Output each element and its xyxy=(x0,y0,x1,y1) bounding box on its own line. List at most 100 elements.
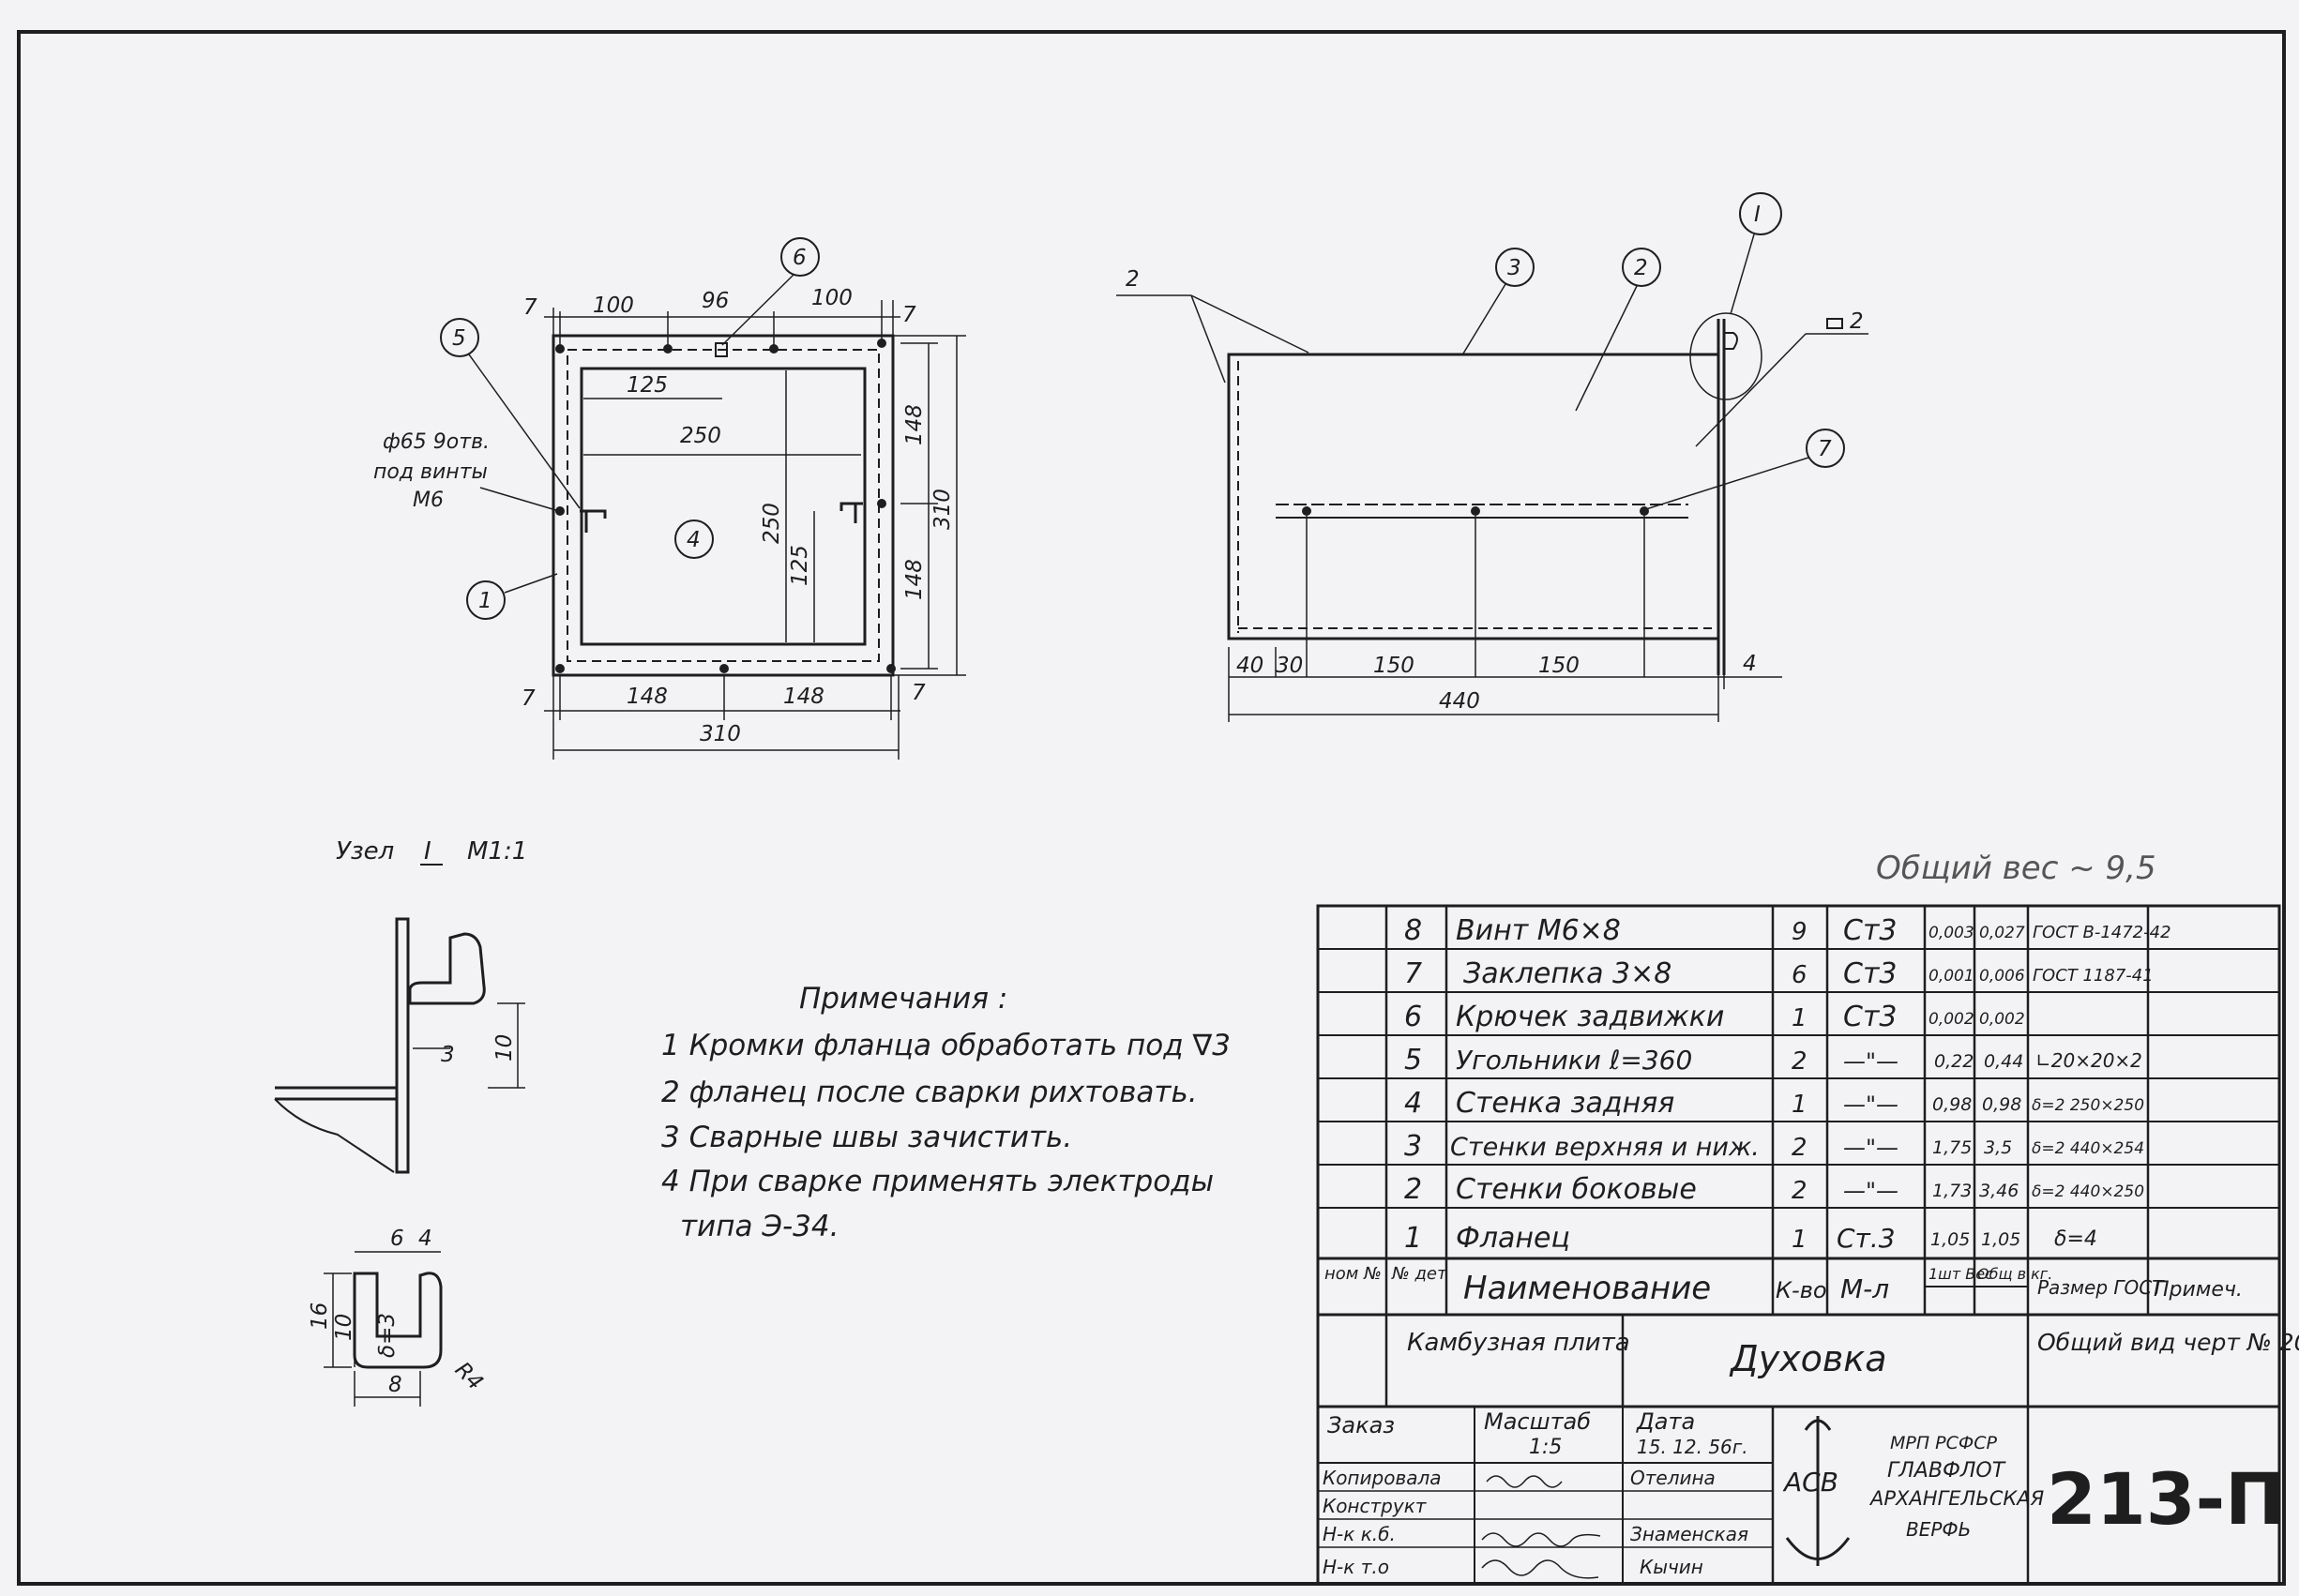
side-dim-150b: 150 xyxy=(1538,654,1580,678)
svg-text:1шт Вес: 1шт Вес xyxy=(1928,1265,1993,1283)
bolt-holes xyxy=(555,339,896,673)
dim-inner-125v: 125 xyxy=(788,545,812,586)
dim-bottom-7a: 7 xyxy=(522,686,536,711)
side-dim-30: 30 xyxy=(1276,654,1303,678)
svg-text:1: 1 xyxy=(1792,1091,1807,1119)
svg-text:3,46: 3,46 xyxy=(1979,1181,2019,1201)
angle-right xyxy=(839,502,863,523)
role-to: Н-к т.о xyxy=(1323,1556,1389,1578)
parts-table: 8 Винт М6×8 9 Ст3 0,003 0,027 ГОСТ В-147… xyxy=(1316,904,2281,1317)
svg-text:ном №: ном № xyxy=(1324,1264,1382,1284)
side-dim-150a: 150 xyxy=(1373,654,1414,678)
hook-dim-16: 16 xyxy=(308,1302,332,1330)
signature-1 xyxy=(1486,1475,1563,1488)
svg-text:Стенка задняя: Стенка задняя xyxy=(1456,1087,1674,1120)
role-design: Конструкт xyxy=(1323,1495,1428,1517)
detail-dim-10: 10 xyxy=(492,1034,517,1061)
scale-value: 1:5 xyxy=(1529,1436,1562,1459)
svg-text:Угольники ℓ=360: Угольники ℓ=360 xyxy=(1456,1045,1692,1076)
org-line-4: ВЕРФЬ xyxy=(1906,1518,1971,1541)
detail-roman: I xyxy=(424,837,431,866)
hook-delta: δ=3 xyxy=(375,1313,400,1358)
side-view: 40 30 150 150 440 4 2 3 2 7 I 2 xyxy=(1116,192,1868,722)
org-line-3: АРХАНГЕЛЬСКАЯ xyxy=(1868,1487,2045,1510)
dim-right-310: 310 xyxy=(930,489,955,530)
svg-text:—"—: —"— xyxy=(1843,1135,1898,1161)
name-kb: Знаменская xyxy=(1630,1523,1748,1545)
drawing-number: 213-П xyxy=(2047,1457,2285,1541)
balloon-7: 7 xyxy=(1818,437,1832,461)
svg-text:∟20×20×2: ∟20×20×2 xyxy=(2035,1049,2142,1072)
org-line-2: ГЛАВФЛОТ xyxy=(1887,1459,2006,1483)
table-header: ном № № дет Наименование К-во М-л 1шт Ве… xyxy=(1324,1264,2243,1307)
name-to: Кычин xyxy=(1640,1556,1703,1578)
total-weight: Общий вес ~ 9,5 xyxy=(1876,850,2156,887)
hole-note-3: М6 xyxy=(413,489,444,512)
svg-text:—"—: —"— xyxy=(1843,1048,1898,1075)
svg-text:0,98: 0,98 xyxy=(1982,1094,2021,1115)
svg-text:Крючек задвижки: Крючек задвижки xyxy=(1456,1001,1724,1033)
side-dim-440: 440 xyxy=(1439,689,1480,714)
balloon-6: 6 xyxy=(793,246,807,270)
svg-text:Стенки боковые: Стенки боковые xyxy=(1456,1173,1697,1206)
signature-2 xyxy=(1481,1532,1601,1547)
svg-text:Фланец: Фланец xyxy=(1456,1222,1570,1255)
balloon-4: 4 xyxy=(687,528,701,552)
side-dim-4: 4 xyxy=(1743,652,1757,676)
box-2-label: 2 xyxy=(1850,309,1864,334)
dim-inner-125h: 125 xyxy=(627,373,668,398)
note-3: 3 Сварные швы зачистить. xyxy=(661,1121,1072,1154)
balloon-1: 1 xyxy=(478,589,492,613)
detail-scale: М1:1 xyxy=(467,837,527,866)
svg-text:0,002: 0,002 xyxy=(1979,1010,2025,1029)
svg-text:0,027: 0,027 xyxy=(1979,924,2025,942)
dim-right-148b: 148 xyxy=(902,559,927,600)
svg-text:0,003: 0,003 xyxy=(1928,924,1974,942)
role-copy: Копировала xyxy=(1323,1467,1442,1489)
name-copy: Отелина xyxy=(1630,1467,1716,1489)
svg-text:2: 2 xyxy=(1792,1177,1807,1205)
front-view: 7 100 96 100 7 125 250 250 125 148 148 3… xyxy=(373,237,966,760)
table-row: 1 Фланец 1 Ст.3 1,05 1,05 δ=4 xyxy=(1404,1222,2097,1255)
svg-text:δ=2 440×250: δ=2 440×250 xyxy=(2032,1182,2144,1201)
balloon-3: 3 xyxy=(1507,256,1521,280)
title-block: Камбузная плита Духовка Общий вид черт №… xyxy=(1316,1313,2299,1586)
product-name: Камбузная плита xyxy=(1407,1329,1630,1357)
svg-text:1,05: 1,05 xyxy=(1930,1229,1970,1250)
detail-circle xyxy=(1689,312,1762,400)
svg-text:Винт М6×8: Винт М6×8 xyxy=(1456,914,1621,947)
svg-text:—"—: —"— xyxy=(1843,1178,1898,1204)
svg-text:1: 1 xyxy=(1792,1226,1807,1254)
table-row: 4 Стенка задняя 1 —"— 0,98 0,98 δ=2 250×… xyxy=(1404,1087,2144,1120)
hook-dim-10: 10 xyxy=(332,1314,356,1341)
hook-dim-4: 4 xyxy=(418,1227,432,1251)
detail-title: Узел xyxy=(336,837,394,866)
svg-text:Примеч.: Примеч. xyxy=(2154,1278,2243,1302)
table-row: 3 Стенки верхняя и ниж. 2 —"— 1,75 3,5 δ… xyxy=(1404,1130,2144,1163)
table-row: 6 Крючек задвижки 1 Ст3 0,002 0,002 xyxy=(1404,1001,2025,1033)
org-line-1: МРП РСФСР xyxy=(1890,1433,1998,1453)
note-1: 1 Кромки фланца обработать под ∇3 xyxy=(661,1029,1231,1062)
svg-text:Ст.3: Ст.3 xyxy=(1837,1223,1896,1254)
balloon-2: 2 xyxy=(1634,256,1648,280)
svg-text:М-л: М-л xyxy=(1840,1273,1889,1304)
dim-top-100b: 100 xyxy=(811,286,853,310)
flange-inner-dashed xyxy=(567,349,880,662)
detail-node: Узел I М1:1 3 10 6 4 16 10 δ=3 R4 8 xyxy=(274,837,527,1407)
svg-text:6: 6 xyxy=(1404,1001,1422,1033)
svg-text:3: 3 xyxy=(1404,1130,1422,1163)
svg-text:5: 5 xyxy=(1404,1044,1422,1077)
svg-text:0,44: 0,44 xyxy=(1984,1051,2023,1072)
detail-dim-3: 3 xyxy=(441,1043,455,1067)
flange-outline xyxy=(552,334,895,677)
svg-text:6: 6 xyxy=(1792,961,1807,989)
svg-text:0,22: 0,22 xyxy=(1934,1051,1974,1072)
dim-top-100a: 100 xyxy=(593,294,634,318)
svg-text:0,006: 0,006 xyxy=(1979,967,2025,986)
order-label: Заказ xyxy=(1327,1412,1395,1438)
date-label: Дата xyxy=(1636,1408,1695,1435)
leader-2-label: 2 xyxy=(1126,267,1140,292)
hook-dim-6: 6 xyxy=(390,1227,404,1251)
angle-left xyxy=(580,509,607,533)
svg-text:1,73: 1,73 xyxy=(1932,1181,1972,1201)
